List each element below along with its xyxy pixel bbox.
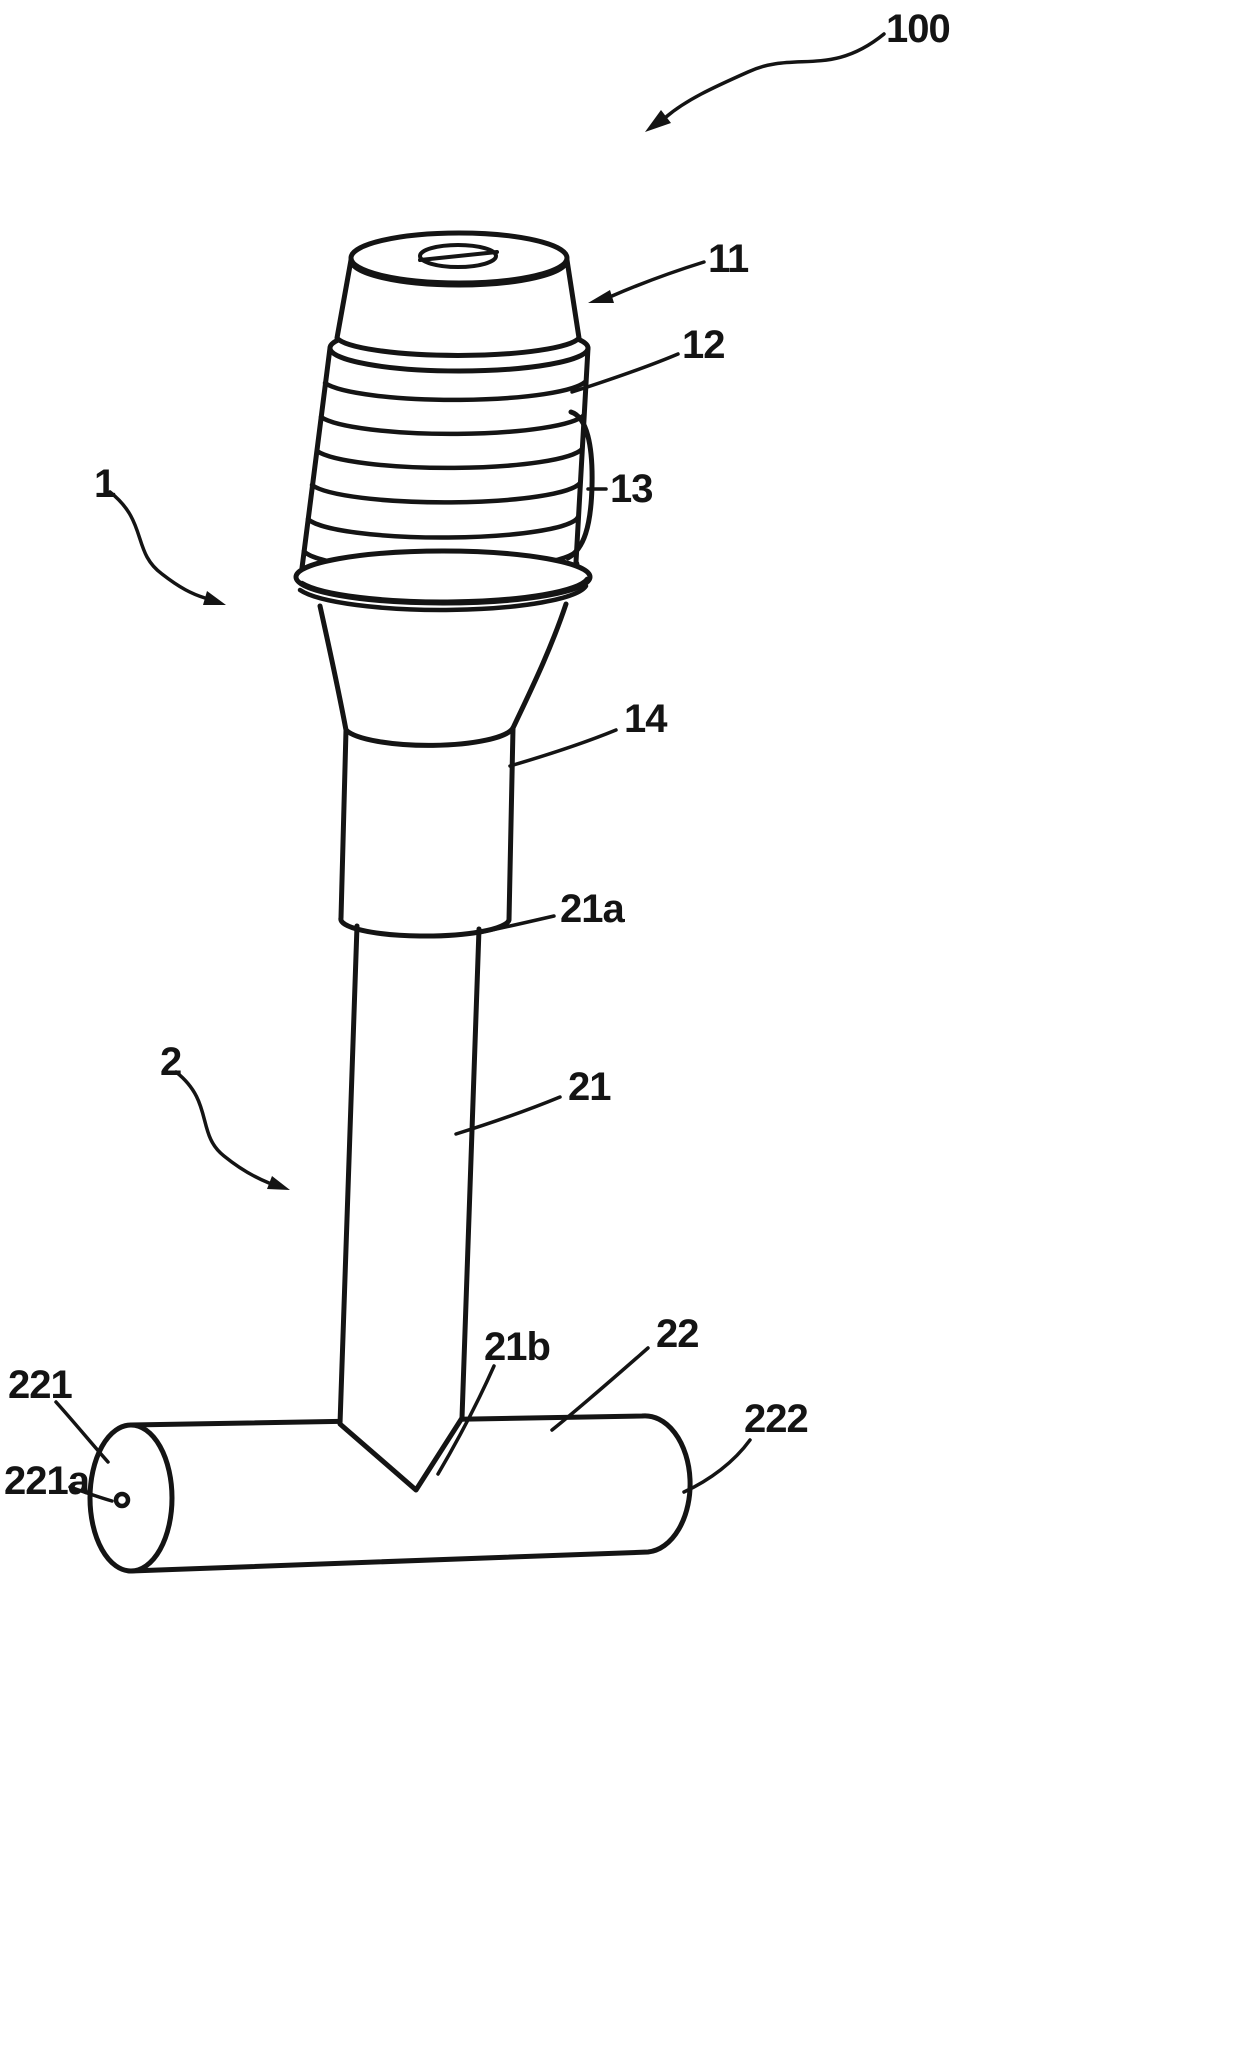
- label-22: 22: [656, 1312, 699, 1356]
- tip-cylinder-port: [113, 1491, 131, 1509]
- label-100: 100: [886, 7, 950, 51]
- barrel-rib: [309, 480, 583, 505]
- label-222: 222: [744, 1397, 808, 1441]
- leader-11: [610, 260, 706, 298]
- leader-12: [570, 352, 680, 394]
- label-21a: 21a: [560, 887, 625, 931]
- tip-cylinder-left-face: [87, 1422, 175, 1574]
- shaft-outline: [337, 923, 482, 1493]
- cap-top-face: [348, 230, 570, 286]
- label-2: 2: [160, 1040, 181, 1084]
- collar-mid-rim: [299, 576, 590, 604]
- ink-layer: [54, 32, 886, 1574]
- barrel-rib: [318, 412, 587, 437]
- neck-top-rim: [343, 725, 516, 748]
- leader-21a: [476, 914, 556, 935]
- label-11: 11: [708, 237, 749, 281]
- leader-222: [682, 1438, 752, 1494]
- barrel-top-rim: [327, 345, 591, 374]
- clip-outline: [565, 409, 595, 561]
- label-21b: 21b: [484, 1325, 550, 1369]
- label-1: 1: [94, 462, 116, 506]
- leader-21b: [436, 1364, 496, 1476]
- cap-slot-line: [418, 250, 499, 262]
- leader-221: [54, 1400, 110, 1464]
- leader-21: [454, 1095, 562, 1136]
- leader-22: [550, 1346, 650, 1432]
- funnel-left-edge: [317, 603, 349, 733]
- funnel-right-edge: [510, 601, 569, 731]
- barrel-rib: [314, 446, 585, 471]
- label-14: 14: [624, 697, 668, 741]
- leader-1: [108, 490, 207, 600]
- label-layer: 100 11 12 13 1 14 21a 2 21 21b 22 221 22…: [4, 7, 951, 1503]
- barrel-rib: [322, 378, 589, 403]
- tip-cylinder-body: [128, 1413, 693, 1574]
- barrel-rib: [305, 514, 581, 540]
- leader-14: [508, 728, 618, 768]
- label-12: 12: [682, 323, 725, 367]
- arrowhead-11: [588, 290, 614, 303]
- leader-221a: [68, 1485, 114, 1503]
- cap-slot: [418, 243, 498, 269]
- arrowhead-2: [267, 1176, 290, 1190]
- label-221: 221: [8, 1363, 72, 1407]
- leader-100: [664, 32, 886, 119]
- collar-bottom-rim: [297, 583, 589, 613]
- shaft-fill: [340, 926, 479, 1490]
- arrowhead-1: [203, 591, 226, 605]
- label-221a: 221a: [4, 1459, 91, 1503]
- arrowhead-100: [645, 110, 671, 132]
- label-21: 21: [568, 1065, 611, 1109]
- label-13: 13: [610, 467, 653, 511]
- leader-2: [174, 1070, 271, 1185]
